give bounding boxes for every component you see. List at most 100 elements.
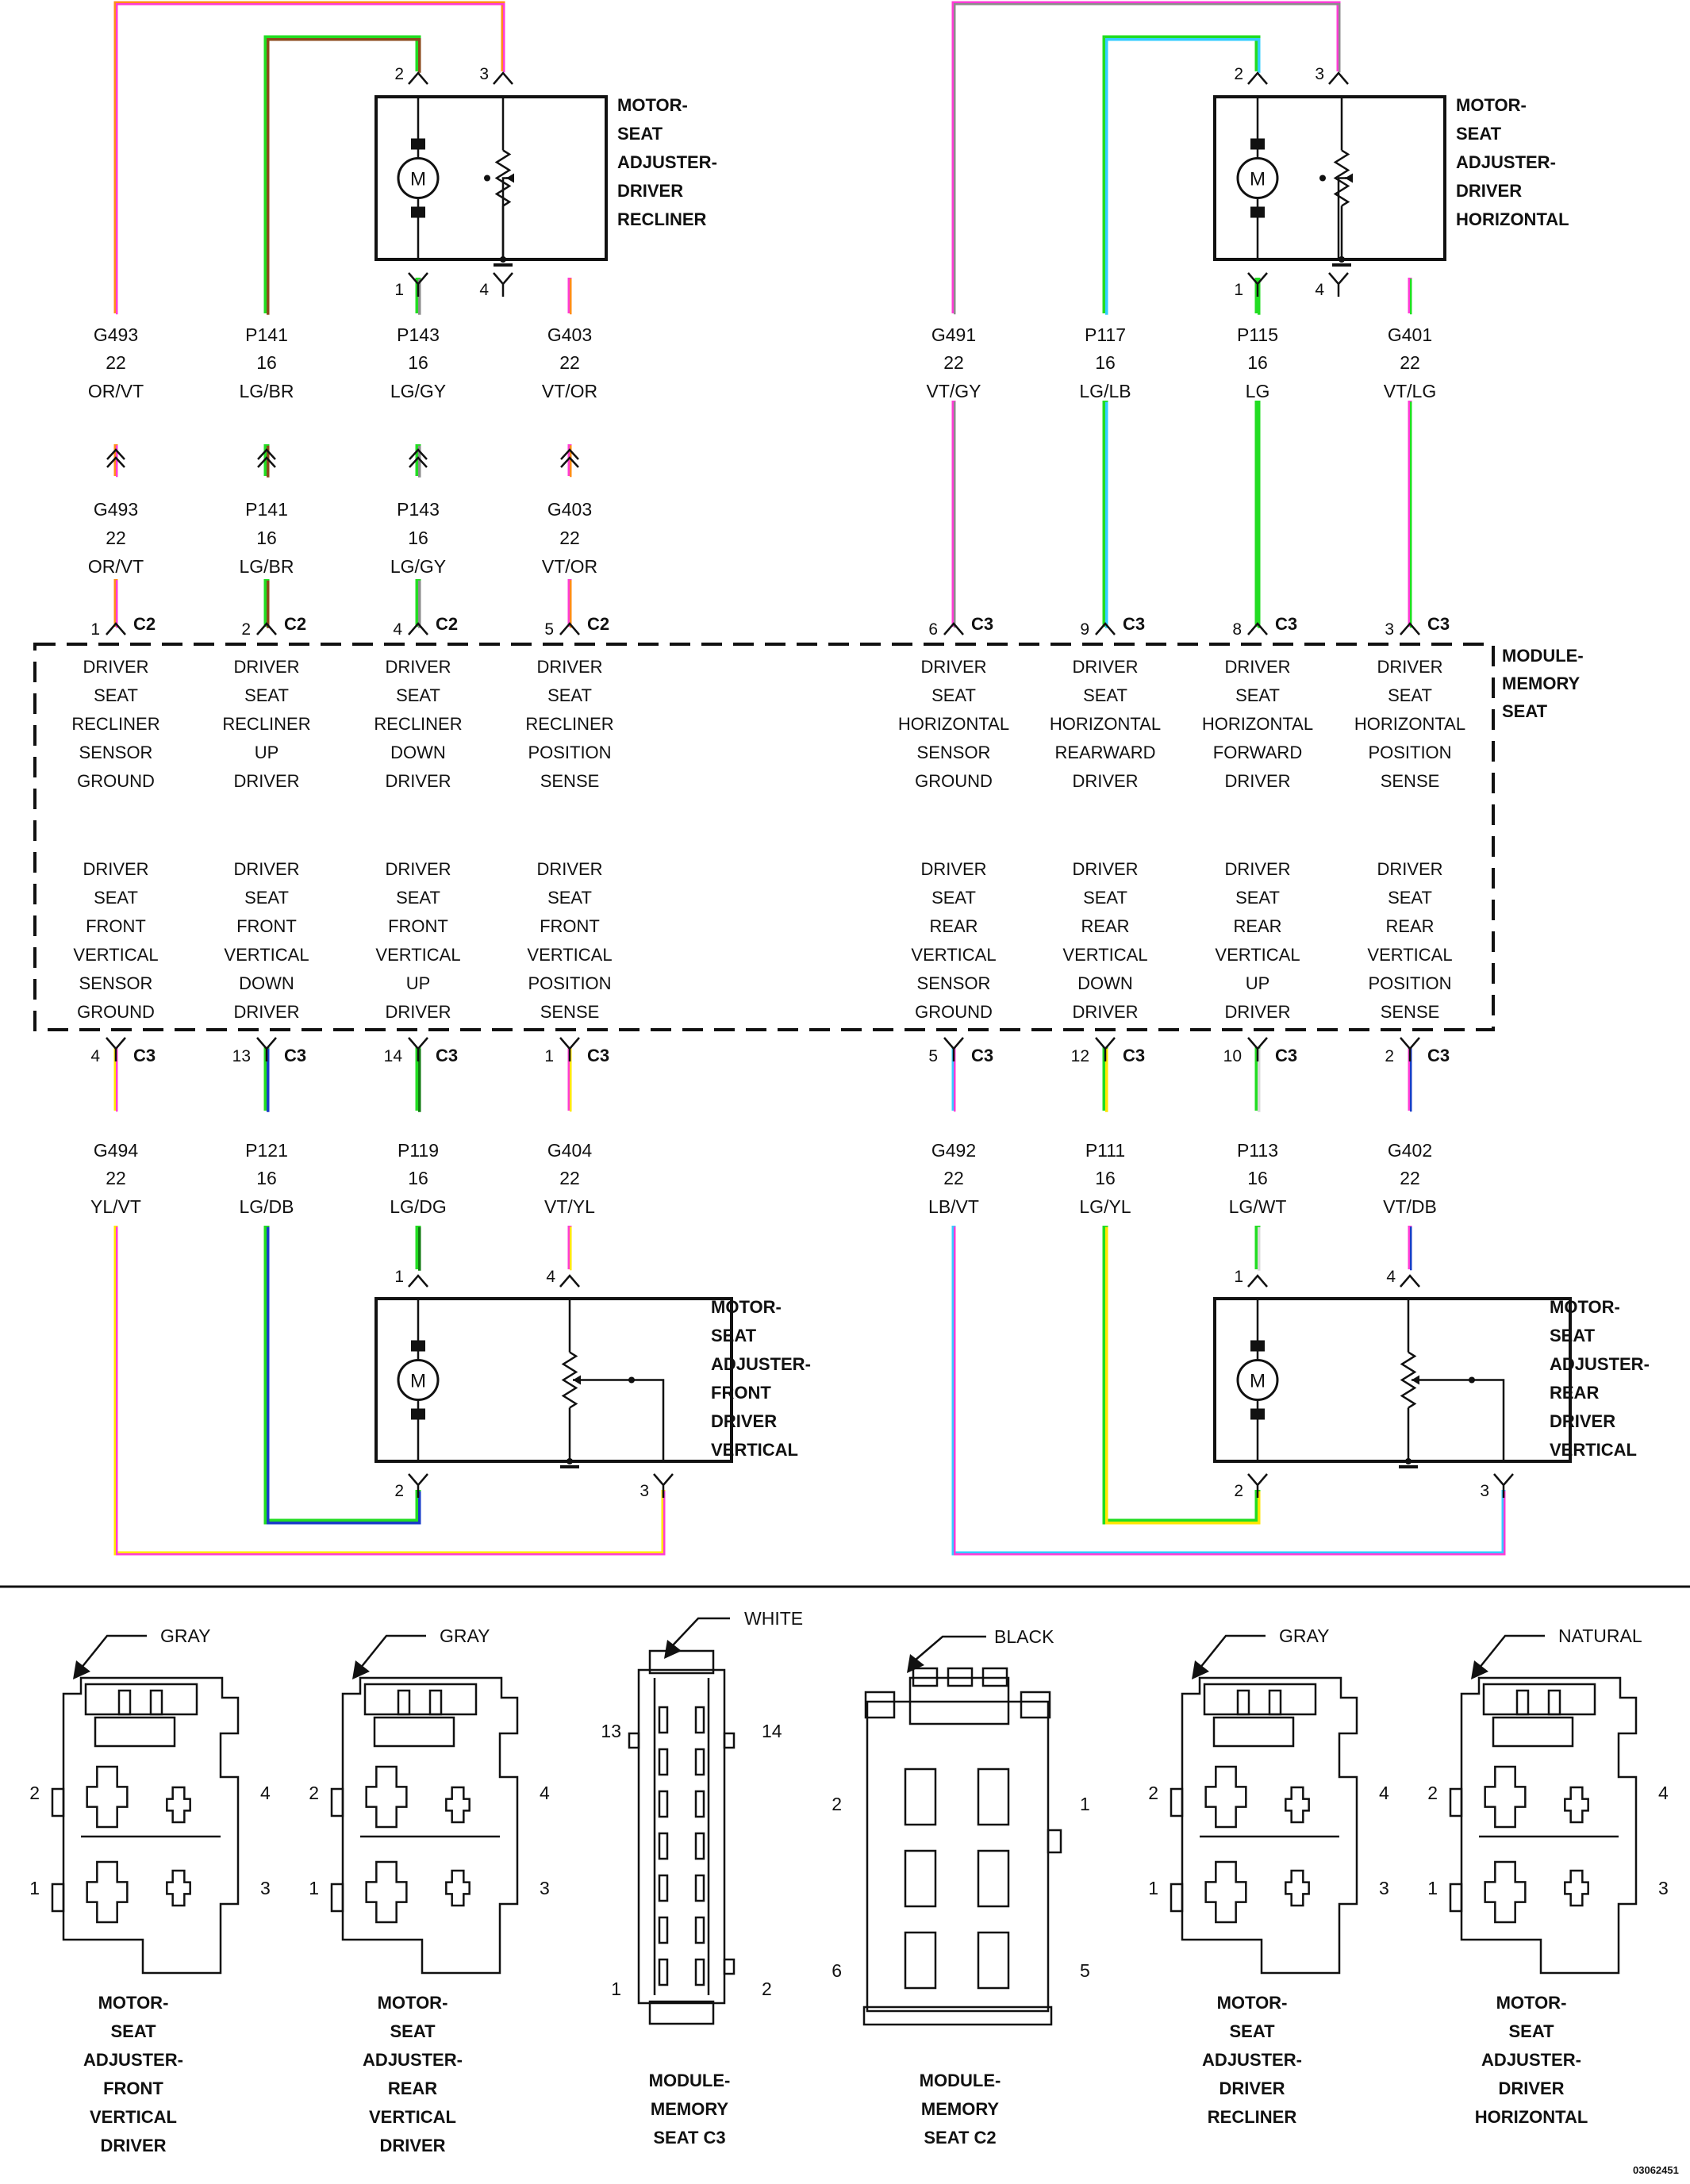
func-P119-5: DRIVER bbox=[385, 1002, 451, 1022]
connector-view-module-c3-cavity-L0 bbox=[658, 1706, 669, 1734]
func-G492-3: VERTICAL bbox=[911, 945, 996, 965]
motor-horizontal-title-3: DRIVER bbox=[1456, 181, 1522, 201]
motor-rear-pin-4-connector bbox=[1400, 1274, 1420, 1288]
connector-view-module-c2-cavity-02 bbox=[904, 1931, 937, 1990]
motor-rear-pin-3-label: 3 bbox=[1480, 1482, 1489, 1500]
circuit-P143-gauge-1: 16 bbox=[408, 528, 428, 548]
func-P119-2: FRONT bbox=[388, 916, 448, 936]
connector-view-front-vertical-pin-c: 1 bbox=[29, 1878, 40, 1898]
motor-horizontal-armature bbox=[1236, 157, 1279, 199]
module-pin-C3-6-connector bbox=[943, 622, 964, 635]
circuit-P143-gauge-0: 16 bbox=[408, 352, 428, 373]
connector-view-front-vertical-tab-b bbox=[149, 1689, 163, 1716]
motor-rear-title-2: ADJUSTER- bbox=[1550, 1354, 1650, 1374]
wire-G491-upper-stripe bbox=[954, 3, 1341, 315]
connector-view-recliner-pin-d: 3 bbox=[1379, 1878, 1389, 1898]
module-title-3: SEAT bbox=[1502, 701, 1548, 721]
motor-front-title-2: ADJUSTER- bbox=[711, 1354, 811, 1374]
motor-rear-pin-1-label: 4 bbox=[1386, 1268, 1396, 1286]
circuit-P141-gauge-0: 16 bbox=[256, 352, 277, 373]
module-pin-C3-5-conn: C3 bbox=[971, 1046, 993, 1065]
connector-view-module-c2-latch-tab-1 bbox=[947, 1667, 974, 1687]
func-P115-1: SEAT bbox=[1235, 685, 1280, 705]
module-pin-C2-2-conn: C2 bbox=[284, 614, 306, 634]
connector-view-horizontal-pin-a: 2 bbox=[1427, 1783, 1438, 1803]
func-P141-0: DRIVER bbox=[233, 657, 299, 677]
connector-view-recliner-key-b bbox=[1170, 1883, 1184, 1913]
circuit-P119-color: LG/DG bbox=[390, 1196, 447, 1217]
motor-rear-pin-1-connector bbox=[1247, 1274, 1268, 1288]
motors-layer: MMOTOR-SEATADJUSTER-DRIVERRECLINERMMOTOR… bbox=[374, 65, 1650, 1500]
circuit-P141-id-1: P141 bbox=[245, 499, 288, 520]
circuit-P143-color-1: LG/GY bbox=[390, 556, 446, 577]
func-P121-3: VERTICAL bbox=[224, 945, 309, 965]
func-P121-1: SEAT bbox=[244, 888, 289, 908]
connector-view-rear-vertical-cavity-1 bbox=[365, 1860, 408, 1924]
module-pin-C3-2-connector bbox=[1400, 1037, 1420, 1061]
func-G402-1: SEAT bbox=[1388, 888, 1432, 908]
func-P117-3: REARWARD bbox=[1054, 743, 1155, 762]
module-pin-C3-6-number: 6 bbox=[928, 620, 938, 639]
connector-view-horizontal-caption-0: MOTOR- bbox=[1496, 1993, 1567, 2013]
connector-view-module-c3-key-a bbox=[628, 1732, 640, 1749]
circuit-G401-color: VT/LG bbox=[1384, 381, 1436, 401]
module-pin-C3-9-connector bbox=[1095, 622, 1116, 635]
connector-view-module-c3-caption-1: MEMORY bbox=[651, 2099, 729, 2119]
func-G401-2: HORIZONTAL bbox=[1354, 714, 1465, 734]
connector-view-module-c2-caption-1: MEMORY bbox=[921, 2099, 1000, 2119]
pot-rear-sense bbox=[1496, 1379, 1505, 1461]
connector-view-module-c3-cavity-L4 bbox=[658, 1874, 669, 1902]
func-G493-4: GROUND bbox=[77, 771, 155, 791]
pot-horizontal-node bbox=[1339, 256, 1345, 263]
connector-view-module-c3-cavity-L1 bbox=[658, 1748, 669, 1776]
connector-view-front-vertical-cavity-2 bbox=[86, 1765, 129, 1829]
func-G402-2: REAR bbox=[1385, 916, 1434, 936]
func-P111-5: DRIVER bbox=[1072, 1002, 1138, 1022]
connector-view-front-vertical-caption-4: VERTICAL bbox=[90, 2107, 177, 2127]
circuit-G403-gauge-0: 22 bbox=[559, 352, 580, 373]
func-G403-3: POSITION bbox=[528, 743, 611, 762]
connector-view-module-c3-cavity-R1 bbox=[694, 1748, 705, 1776]
connector-view-recliner-pin-c: 1 bbox=[1148, 1878, 1158, 1898]
module-pin-C3-9-conn: C3 bbox=[1123, 614, 1145, 634]
connector-view-module-c3-leader-arrow bbox=[664, 1640, 682, 1659]
func-G403-2: RECLINER bbox=[525, 714, 613, 734]
func-G403-0: DRIVER bbox=[536, 657, 602, 677]
circuit-G493-gauge-1: 22 bbox=[106, 528, 126, 548]
connector-view-horizontal-leader bbox=[1478, 1634, 1545, 1669]
motor-rear-brush-top bbox=[1250, 1340, 1265, 1352]
motor-front-title-3: FRONT bbox=[711, 1383, 771, 1403]
connector-view-horizontal-cavity-3 bbox=[1564, 1869, 1589, 1907]
motor-rear-title-5: VERTICAL bbox=[1550, 1440, 1637, 1460]
motor-horizontal-pin-4-connector bbox=[1328, 272, 1349, 297]
motor-horizontal-pin-3-label: 4 bbox=[1315, 281, 1324, 299]
motor-front-pin-3-connector bbox=[653, 1473, 674, 1498]
module-pin-C3-6-conn: C3 bbox=[971, 614, 993, 634]
func-G404-2: FRONT bbox=[540, 916, 600, 936]
circuit-P111-id: P111 bbox=[1085, 1140, 1125, 1161]
pot-horizontal-resistor bbox=[1333, 149, 1350, 207]
connector-view-horizontal-pin-b: 4 bbox=[1658, 1783, 1669, 1803]
circuit-G403-color-1: VT/OR bbox=[542, 556, 597, 577]
module-pin-C3-4-number: 4 bbox=[90, 1047, 100, 1065]
circuit-P115-gauge: 16 bbox=[1247, 352, 1268, 373]
circuit-P143-id-1: P143 bbox=[397, 499, 440, 520]
connector-view-module-c3-cavity-R3 bbox=[694, 1832, 705, 1860]
connector-view-module-c2-ear-r bbox=[1020, 1691, 1051, 1719]
func-P143-0: DRIVER bbox=[385, 657, 451, 677]
connector-view-horizontal-pin-d: 3 bbox=[1658, 1878, 1669, 1898]
connector-view-module-c2-latch-tab-0 bbox=[912, 1667, 939, 1687]
circuit-G492-id: G492 bbox=[931, 1140, 976, 1161]
connector-view-recliner-pin-b: 4 bbox=[1379, 1783, 1389, 1803]
connector-view-horizontal-outline bbox=[1460, 1676, 1638, 1975]
motor-recliner-pin-3-connector bbox=[493, 71, 513, 85]
connector-view-horizontal-tab-b bbox=[1547, 1689, 1561, 1716]
